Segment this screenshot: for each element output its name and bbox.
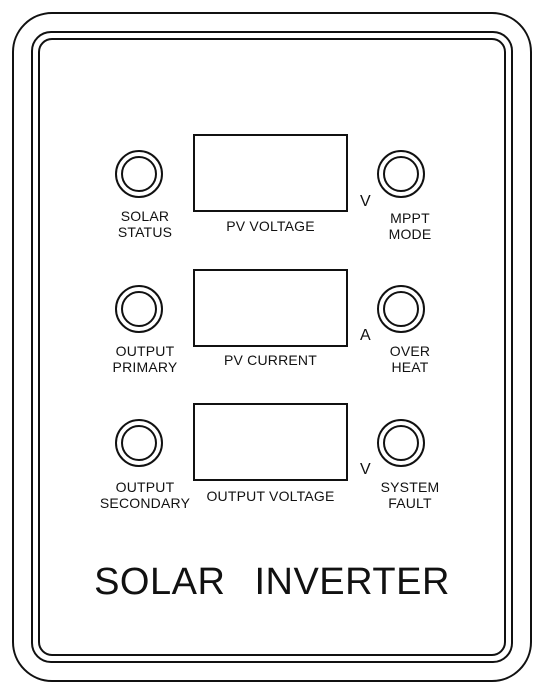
middle-frame	[31, 31, 513, 663]
system-fault-indicator-icon	[377, 419, 425, 467]
pv-voltage-label: PV VOLTAGE	[226, 218, 315, 234]
pv-voltage-unit: V	[360, 193, 371, 210]
output-secondary-indicator-icon	[115, 419, 163, 467]
pv-current-unit: A	[360, 327, 371, 344]
output-voltage-label: OUTPUT VOLTAGE	[206, 488, 335, 504]
pv-current-display	[193, 269, 348, 347]
panel-title: SOLAR INVERTER	[94, 561, 450, 603]
output-voltage-unit: V	[360, 461, 371, 478]
outer-frame	[12, 12, 532, 682]
output-voltage-display	[193, 403, 348, 481]
pv-current-label: PV CURRENT	[223, 352, 317, 368]
mppt-mode-indicator-icon	[377, 150, 425, 198]
pv-voltage-display	[193, 134, 348, 212]
over-heat-indicator-icon	[377, 285, 425, 333]
inner-frame	[38, 38, 506, 656]
solar-status-indicator-icon	[115, 150, 163, 198]
output-primary-indicator-icon	[115, 285, 163, 333]
